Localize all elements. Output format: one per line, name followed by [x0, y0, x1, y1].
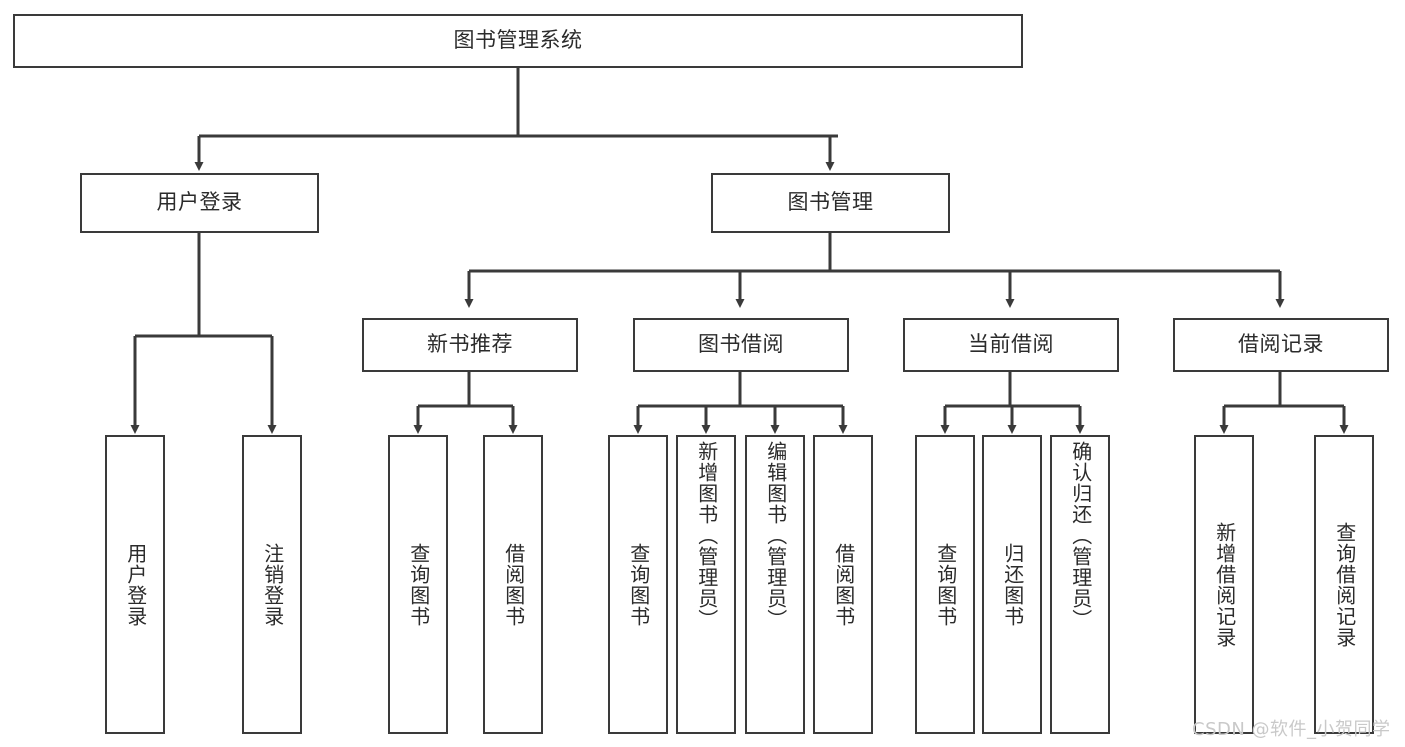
- leaf-current-query-book[interactable]: 查询图书: [915, 435, 975, 734]
- node-new-book-recommend[interactable]: 新书推荐: [362, 318, 578, 372]
- leaf-records-add-record-label: 新增借阅记录: [1212, 521, 1237, 648]
- node-borrow-records[interactable]: 借阅记录: [1173, 318, 1389, 372]
- leaf-current-confirm-return[interactable]: 确认归还（管理员）: [1050, 435, 1110, 734]
- leaf-borrow-add-book[interactable]: 新增图书（管理员）: [676, 435, 736, 734]
- node-new-book-recommend-label: 新书推荐: [427, 332, 513, 357]
- leaf-borrow-query-book-label: 查询图书: [626, 542, 651, 627]
- node-book-borrow-label: 图书借阅: [698, 332, 784, 357]
- leaf-borrow-add-book-label: 新增图书（管理员）: [694, 441, 719, 630]
- leaf-current-confirm-return-label: 确认归还（管理员）: [1068, 441, 1093, 630]
- leaf-user-login-signout[interactable]: 注销登录: [242, 435, 302, 734]
- leaf-user-login-signin-label: 用户登录: [123, 542, 148, 627]
- leaf-borrow-borrow-book-label: 借阅图书: [831, 542, 856, 627]
- leaf-current-return-book[interactable]: 归还图书: [982, 435, 1042, 734]
- csdn-watermark: CSDN @软件_小贺同学: [1192, 719, 1391, 740]
- leaf-borrow-edit-book[interactable]: 编辑图书（管理员）: [745, 435, 805, 734]
- leaf-recommend-borrow-book[interactable]: 借阅图书: [483, 435, 543, 734]
- node-book-management[interactable]: 图书管理: [711, 173, 950, 233]
- leaf-recommend-borrow-book-label: 借阅图书: [501, 542, 526, 627]
- leaf-current-return-book-label: 归还图书: [1000, 542, 1025, 627]
- leaf-records-query-record[interactable]: 查询借阅记录: [1314, 435, 1374, 734]
- node-book-management-label: 图书管理: [787, 190, 874, 215]
- node-user-login[interactable]: 用户登录: [80, 173, 319, 233]
- leaf-borrow-query-book[interactable]: 查询图书: [608, 435, 668, 734]
- leaf-recommend-query-book-label: 查询图书: [406, 542, 431, 627]
- leaf-recommend-query-book[interactable]: 查询图书: [388, 435, 448, 734]
- node-current-borrow-label: 当前借阅: [968, 332, 1054, 357]
- leaf-current-query-book-label: 查询图书: [933, 542, 958, 627]
- leaf-user-login-signin[interactable]: 用户登录: [105, 435, 165, 734]
- leaf-borrow-borrow-book[interactable]: 借阅图书: [813, 435, 873, 734]
- node-borrow-records-label: 借阅记录: [1238, 332, 1324, 357]
- node-root-label: 图书管理系统: [453, 28, 583, 53]
- leaf-records-add-record[interactable]: 新增借阅记录: [1194, 435, 1254, 734]
- node-root[interactable]: 图书管理系统: [13, 14, 1023, 68]
- node-current-borrow[interactable]: 当前借阅: [903, 318, 1119, 372]
- leaf-records-query-record-label: 查询借阅记录: [1332, 521, 1357, 648]
- leaf-user-login-signout-label: 注销登录: [260, 542, 285, 627]
- node-book-borrow[interactable]: 图书借阅: [633, 318, 849, 372]
- leaf-borrow-edit-book-label: 编辑图书（管理员）: [763, 441, 788, 630]
- node-user-login-label: 用户登录: [156, 190, 243, 215]
